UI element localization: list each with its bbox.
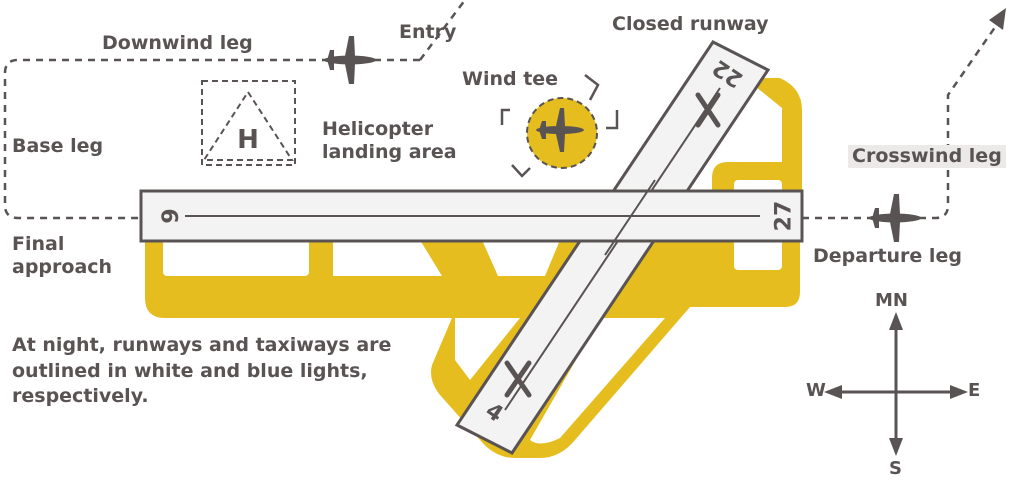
closed-runway-label: Closed runway	[612, 13, 769, 35]
compass-east-label: E	[968, 380, 981, 401]
airplane-icon	[869, 194, 921, 242]
final-approach-label: Final approach	[12, 233, 113, 278]
island-3	[482, 240, 560, 276]
helicopter-landing-area-label: Helicopter landing area	[322, 118, 457, 163]
entry-label: Entry	[399, 21, 457, 43]
arrow-icon	[989, 8, 1006, 30]
airplane-icon	[324, 36, 376, 84]
crosswind-leg-label: Crosswind leg	[848, 145, 1006, 168]
island-4	[455, 318, 520, 380]
wind-tee-label: Wind tee	[462, 68, 559, 90]
runway-6-number: 6	[156, 208, 181, 223]
compass-west-label: W	[806, 380, 826, 401]
pattern-downwind-base	[3, 58, 420, 220]
closed-x-icon	[504, 92, 721, 398]
compass-icon	[824, 312, 968, 456]
helipad-icon: H	[201, 80, 296, 166]
runway-4-22-centerline	[504, 87, 721, 411]
wind-tee-icon	[500, 74, 619, 178]
island-2	[333, 240, 442, 276]
helipad-letter: H	[237, 125, 259, 155]
runway-9-27	[139, 189, 804, 243]
base-leg-label: Base leg	[12, 135, 104, 157]
runway-27-number: 27	[772, 201, 797, 232]
island-7	[735, 110, 782, 150]
traffic-pattern	[3, 0, 1002, 220]
island-5	[530, 318, 665, 444]
downwind-leg-label: Downwind leg	[102, 32, 253, 54]
night-note-text: At night, runways and taxiways are outli…	[12, 334, 392, 408]
island-1	[163, 240, 309, 276]
runway-crossing-line	[604, 179, 656, 256]
pattern-departure-crosswind	[802, 19, 1002, 220]
compass-north-label: MN	[875, 290, 908, 311]
runway-4-22	[454, 40, 771, 455]
departure-leg-label: Departure leg	[813, 245, 962, 267]
compass-south-label: S	[889, 458, 902, 479]
